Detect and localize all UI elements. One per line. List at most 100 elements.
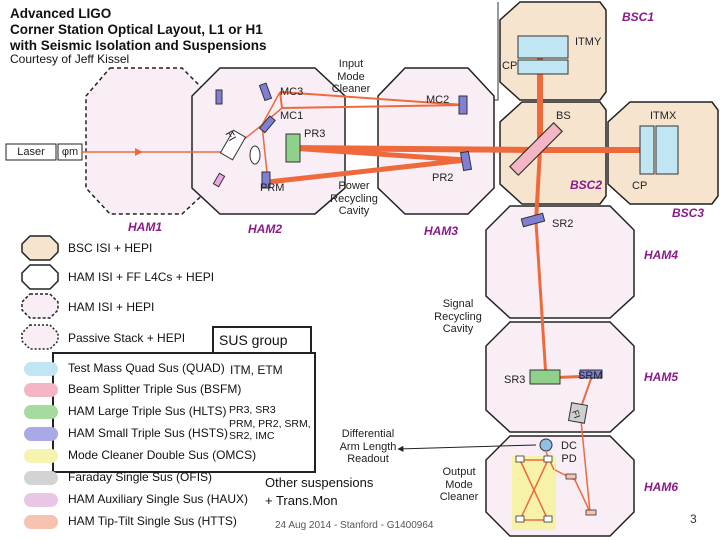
suspension-label: Beam Splitter Triple Sus (BSFM) xyxy=(68,382,242,396)
sr2-label: SR2 xyxy=(552,218,574,230)
legend-label-ham-ff: HAM ISI + FF L4Cs + HEPI xyxy=(68,270,215,284)
courtesy-credit: Courtesy of Jeff Kissel xyxy=(10,52,130,66)
output-mode-cleaner-label: Output Mode Cleaner xyxy=(439,466,479,503)
ham2-label: HAM2 xyxy=(248,222,283,236)
sr2-mirror xyxy=(520,212,546,228)
legend-swatch-ham xyxy=(21,293,59,319)
legend-swatch-ham-ff xyxy=(21,264,59,290)
omc-mirror xyxy=(515,515,525,523)
suspension-label: HAM Small Triple Sus (HSTS) xyxy=(68,426,229,440)
ham1-chamber xyxy=(85,67,211,215)
cp-y-plate xyxy=(517,59,569,75)
suspension-swatch xyxy=(24,427,58,441)
pr2-mirror xyxy=(459,150,473,172)
input-mode-cleaner-label: Input Mode Cleaner xyxy=(331,58,371,95)
srm-label: SRM xyxy=(578,370,603,382)
ham4-label: HAM4 xyxy=(644,248,679,262)
hlts-note: PR3, SR3 xyxy=(229,404,276,416)
bs-label: BS xyxy=(556,110,571,122)
bs-mirror xyxy=(508,121,564,177)
itmx-mirror xyxy=(655,125,679,175)
title-line: Corner Station Optical Layout, L1 or H1 xyxy=(10,22,263,37)
aux-optic xyxy=(212,172,226,188)
laser-label: Laser xyxy=(17,146,45,158)
pr3-mirror xyxy=(285,133,301,163)
mc3-label: MC3 xyxy=(280,86,304,98)
ham4-chamber xyxy=(485,205,635,319)
pr2-label: PR2 xyxy=(432,172,454,184)
suspension-label: HAM Large Triple Sus (HLTS) xyxy=(68,404,227,418)
sus-group-label: SUS group xyxy=(212,326,312,352)
footer-citation: 24 Aug 2014 - Stanford - G1400964 xyxy=(275,520,434,531)
title-line: Advanced LIGO xyxy=(10,6,112,21)
laser-source xyxy=(5,143,57,161)
cp-x-label: CP xyxy=(632,180,648,192)
suspension-swatch xyxy=(24,405,58,419)
mc2-label: MC2 xyxy=(426,94,450,106)
phase-modulator-label: φm xyxy=(61,146,79,158)
cp-x-plate xyxy=(639,125,655,175)
suspension-label: Mode Cleaner Double Sus (OMCS) xyxy=(68,448,257,462)
dc-pd-photodiode xyxy=(539,438,553,452)
note-line: + Trans.Mon xyxy=(265,493,338,508)
lens-element xyxy=(249,145,261,165)
itmx-label: ITMX xyxy=(650,110,677,122)
bsc1-label: BSC1 xyxy=(622,10,655,24)
suspension-swatch xyxy=(24,383,58,397)
mc3-mirror xyxy=(258,82,273,102)
prm-mirror xyxy=(261,171,271,189)
suspension-label: Test Mass Quad Sus (QUAD) xyxy=(68,361,225,375)
ham3-label: HAM3 xyxy=(424,224,459,238)
ham6-label: HAM6 xyxy=(644,480,679,494)
diagram-title: Advanced LIGO Corner Station Optical Lay… xyxy=(10,6,267,54)
itmy-mirror xyxy=(517,35,569,59)
suspension-swatch xyxy=(24,493,58,507)
suspension-label: Faraday Single Sus (OFIS) xyxy=(68,470,213,484)
sr3-label: SR3 xyxy=(504,374,526,386)
ham5-label: HAM5 xyxy=(644,370,679,384)
bsc3-label: BSC3 xyxy=(672,206,705,220)
legend-swatch-bsc xyxy=(21,235,59,261)
omc-mirror xyxy=(543,515,553,523)
mc2-mirror xyxy=(458,95,468,115)
quad-note: ITM, ETM xyxy=(230,363,283,377)
fi-isolator xyxy=(219,129,247,161)
legend-label-bsc: BSC ISI + HEPI xyxy=(68,241,153,255)
aux-optic xyxy=(215,89,223,105)
tip-tilt-mirror xyxy=(585,509,597,516)
bsc2-label: BSC2 xyxy=(570,178,603,192)
itmy-label: ITMY xyxy=(575,36,602,48)
sus-group-box xyxy=(52,352,316,473)
omc-mirror xyxy=(543,455,553,463)
readout-arrow xyxy=(397,444,537,452)
mc1-label: MC1 xyxy=(280,110,304,122)
legend-swatch-passive xyxy=(21,324,59,350)
ham1-label: HAM1 xyxy=(128,220,163,234)
tip-tilt-mirror xyxy=(565,473,577,480)
dc-pd-label: DC PD xyxy=(561,440,577,465)
prm-label: PRM xyxy=(260,182,285,194)
suspension-swatch xyxy=(24,471,58,485)
omc-mirror xyxy=(515,455,525,463)
cp-y-label: CP xyxy=(502,60,518,72)
suspension-label: HAM Tip-Tilt Single Sus (HTTS) xyxy=(68,514,237,528)
note-line: Other suspensions xyxy=(265,475,374,490)
legend-label-ham: HAM ISI + HEPI xyxy=(68,300,155,314)
power-recycling-cavity-label: Power Recycling Cavity xyxy=(330,180,378,217)
title-line: with Seismic Isolation and Suspensions xyxy=(10,38,267,53)
srm-mirror xyxy=(579,369,603,379)
sr3-mirror xyxy=(529,369,561,385)
pr3-label: PR3 xyxy=(304,128,326,140)
mc1-mirror xyxy=(258,115,276,134)
suspension-label: HAM Auxiliary Single Sus (HAUX) xyxy=(68,492,249,506)
suspension-swatch xyxy=(24,515,58,529)
output-fi-isolator xyxy=(567,402,589,424)
page-number: 3 xyxy=(690,512,697,526)
suspension-swatch xyxy=(24,449,58,463)
darm-readout-label: Differential Arm Length Readout xyxy=(339,428,397,465)
laser-beams xyxy=(82,50,650,521)
legend-label-passive: Passive Stack + HEPI xyxy=(68,331,186,345)
ham3-chamber xyxy=(377,67,495,215)
other-suspensions-note: Other suspensions + Trans.Mon xyxy=(265,474,373,510)
